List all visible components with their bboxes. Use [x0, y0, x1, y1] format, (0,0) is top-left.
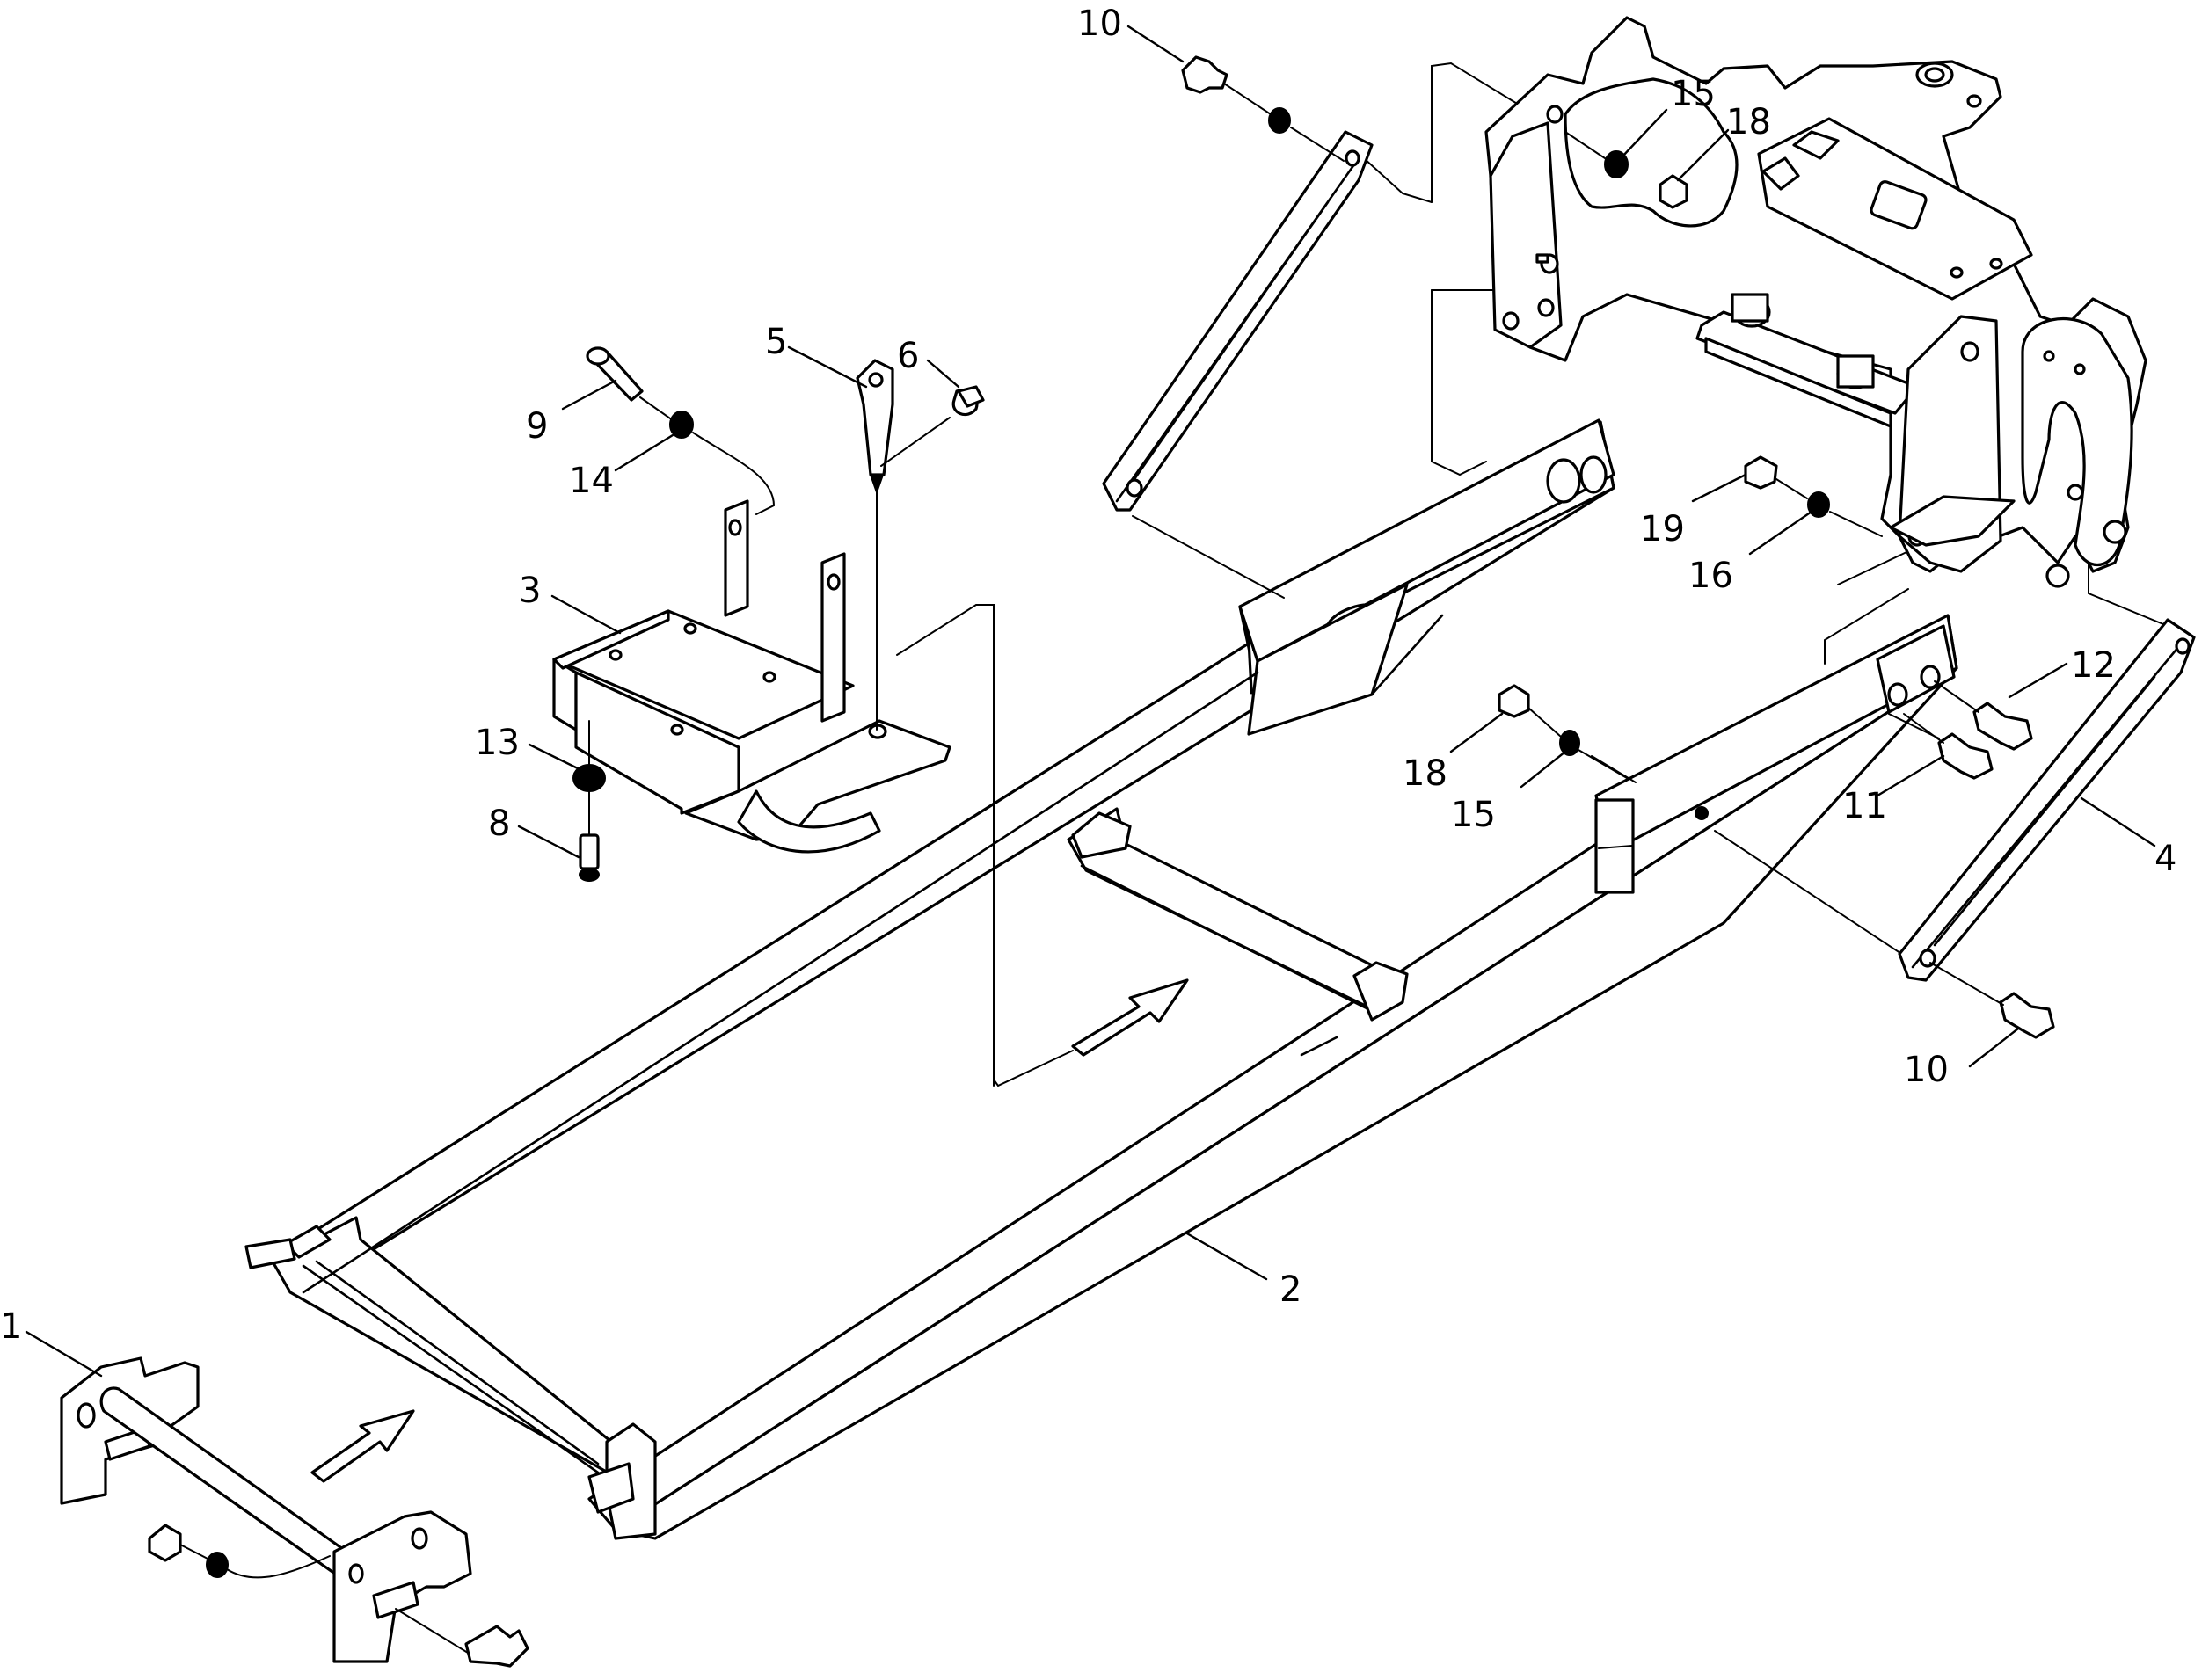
callout-4: 4: [2154, 839, 2176, 879]
callout-13: 13: [475, 723, 520, 763]
callout-labels: 1 2 3 4 5 6 8 9 10 10 11 12 13 14 15 15 …: [0, 4, 2176, 1347]
callout-15-middle: 15: [1451, 795, 1496, 835]
leader-lines: [25, 25, 2156, 1378]
part-3-battery-tray: [552, 346, 985, 882]
fasteners: [1181, 55, 2055, 1039]
callout-16: 16: [1688, 556, 1733, 596]
callout-1: 1: [0, 1306, 22, 1347]
callout-18-top: 18: [1726, 102, 1771, 142]
callout-9: 9: [526, 406, 548, 447]
callout-19: 19: [1640, 509, 1685, 549]
callout-11: 11: [1842, 786, 1887, 826]
callout-15-top: 15: [1671, 74, 1716, 114]
callout-2: 2: [1279, 1269, 1301, 1310]
part-2-main-frame: [244, 418, 1958, 1540]
part-1-hitch-bracket: [60, 1356, 529, 1668]
callout-18-middle: 18: [1403, 753, 1447, 794]
part-4-support-brackets: [1102, 130, 2196, 982]
callout-10-bottom: 10: [1904, 1050, 1949, 1090]
callout-12: 12: [2071, 645, 2116, 686]
callout-8: 8: [488, 804, 510, 844]
callout-5: 5: [765, 322, 787, 362]
callout-3: 3: [519, 571, 541, 611]
assembly-arrows: [310, 978, 1189, 1483]
front-hitch-assembly: [1484, 16, 2147, 588]
callout-10-top: 10: [1077, 4, 1122, 44]
callout-14: 14: [569, 461, 614, 501]
callout-6: 6: [897, 336, 919, 376]
